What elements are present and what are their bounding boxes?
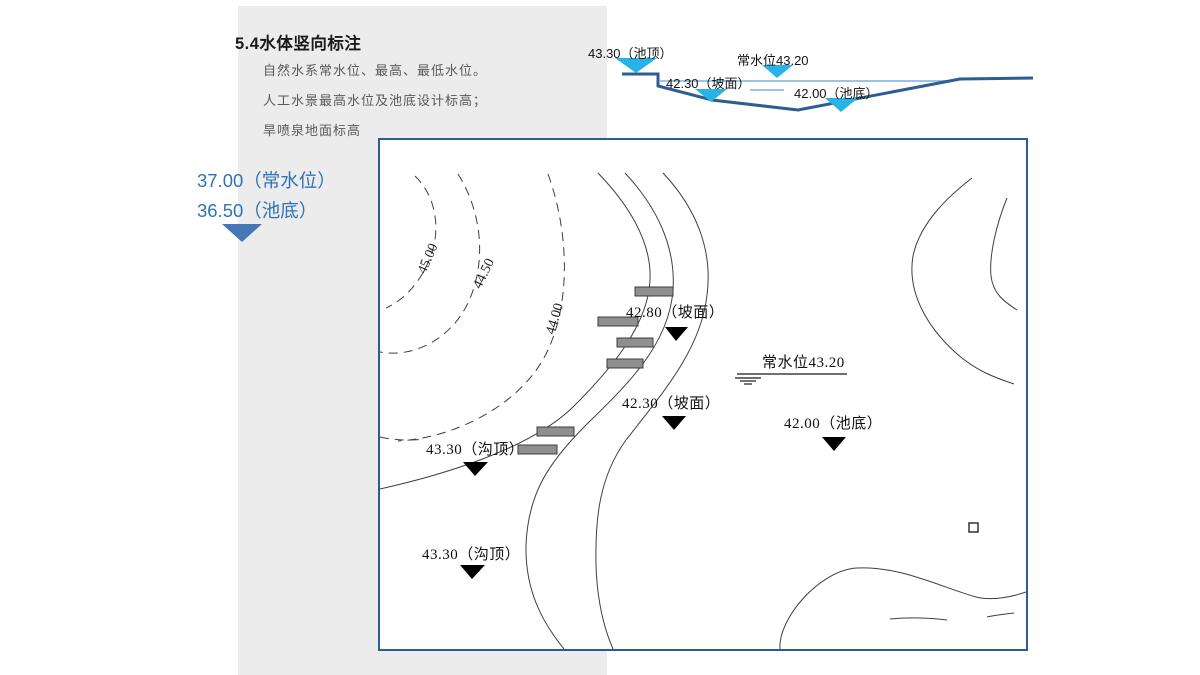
cs-normal-level-label: 常水位43.20 xyxy=(737,53,809,68)
contour-line xyxy=(911,177,1015,385)
elevation-note-line: 36.50（池底） xyxy=(197,200,318,221)
bullet-line: 人工水景最高水位及池底设计标高； xyxy=(263,93,488,108)
contour-line xyxy=(990,197,1018,311)
bullet-line: 旱喷泉地面标高 xyxy=(263,123,362,138)
bullet-list: 自然水系常水位、最高、最低水位。 人工水景最高水位及池底设计标高； 旱喷泉地面标… xyxy=(263,56,487,146)
map-bottom-4200-label: 42.00（池底） xyxy=(784,416,883,432)
terrace-step xyxy=(634,286,674,297)
contour-line xyxy=(595,172,709,649)
elevation-marker-icon xyxy=(222,224,262,242)
cs-pool-top-label: 43.30（池顶） xyxy=(588,46,673,61)
map-ditch-top-label: 43.30（沟顶） xyxy=(422,547,521,563)
contour-line xyxy=(779,567,1026,649)
map-slope-4230-label: 42.30（坡面） xyxy=(622,396,721,412)
elevation-triangle-icon xyxy=(463,462,488,476)
map-normal-level-label: 常水位43.20 xyxy=(762,355,845,371)
map-slope-4280-label: 42.80（坡面） xyxy=(626,305,725,321)
map-ditch-top-label: 43.30（沟顶） xyxy=(426,442,525,458)
terrace-step xyxy=(606,358,644,369)
dashed-contour xyxy=(380,173,481,354)
contour-line xyxy=(986,612,1015,618)
elevation-note: 37.00（常水位） 36.50（池底） xyxy=(197,166,336,226)
square-marker-icon xyxy=(968,522,979,533)
elevation-triangle-icon xyxy=(665,327,688,341)
terrace-step xyxy=(517,444,558,455)
plan-map: 42.80（坡面） 常水位43.20 42.30（坡面） 42.00（池底） 4… xyxy=(378,138,1028,651)
slope-marker-icon xyxy=(695,89,727,102)
bullet-line: 自然水系常水位、最高、最低水位。 xyxy=(263,63,488,78)
water-level-symbol-icon xyxy=(735,373,847,385)
normal-level-marker-icon xyxy=(762,65,793,78)
terrace-step xyxy=(616,337,654,348)
contour-drawing xyxy=(380,172,1026,649)
cs-slope-label: 42.30（坡面） xyxy=(666,76,751,91)
elevation-note-line: 37.00（常水位） xyxy=(197,170,336,191)
dashed-contour xyxy=(380,436,425,441)
elevation-triangle-icon xyxy=(822,437,846,451)
terrace-step xyxy=(597,316,639,327)
dashed-contour xyxy=(397,173,565,442)
pool-bottom-marker-icon xyxy=(825,98,858,112)
contour-line xyxy=(889,617,948,621)
cs-pool-bottom-label: 42.00（池底） xyxy=(794,86,879,101)
pool-top-marker-icon xyxy=(615,58,657,73)
pond-cross-section-drawing xyxy=(615,58,1034,112)
contour-line xyxy=(525,172,674,649)
slide-title: 5.4水体竖向标注 xyxy=(235,35,362,53)
elevation-triangle-icon xyxy=(662,416,686,430)
elevation-triangle-icon xyxy=(460,565,485,579)
terrace-step xyxy=(536,426,575,437)
dashed-contour xyxy=(385,175,437,309)
